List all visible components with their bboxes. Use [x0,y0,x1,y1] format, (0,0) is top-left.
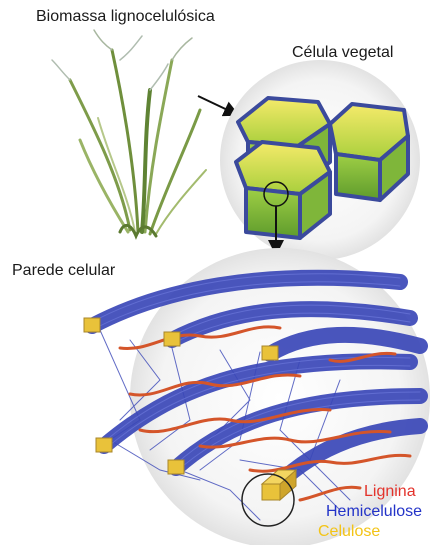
arrow-plant-to-cell [198,96,236,114]
legend-hemicellulose: Hemicelulose [326,503,422,521]
legend-lignin: Lignina [364,483,416,501]
label-biomass: Biomassa lignocelulósica [36,8,215,26]
legend-cellulose: Celulose [318,523,380,541]
plant-illustration [52,30,206,236]
label-cell-wall: Parede celular [12,262,115,280]
label-plant-cell: Célula vegetal [292,44,393,62]
